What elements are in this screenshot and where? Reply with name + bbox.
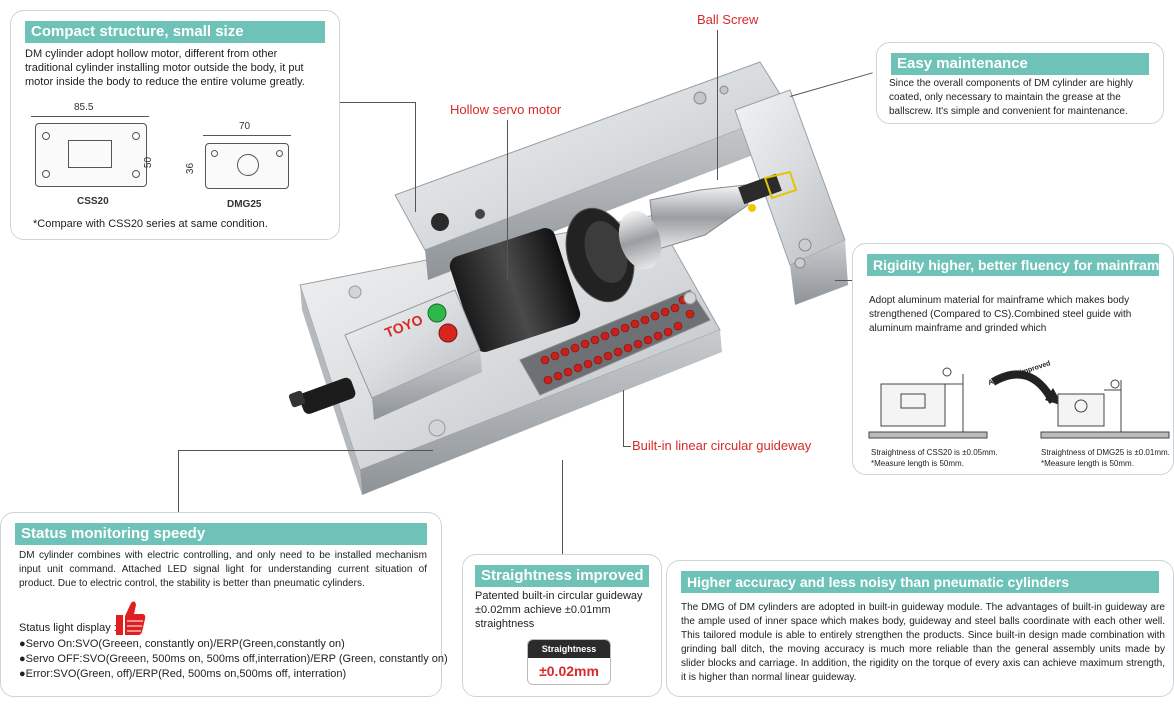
maintenance-card: Easy maintenance Since the overall compo… (876, 42, 1164, 124)
rigidity-left-caption-1: Straightness of CSS20 is ±0.05mm. (871, 448, 998, 457)
accuracy-title: Higher accuracy and less noisy than pneu… (681, 571, 1159, 593)
rigidity-right-caption-2: *Measure length is 50mm. (1041, 459, 1134, 468)
status-card: Status monitoring speedy DM cylinder com… (0, 512, 448, 697)
status-display-label: Status light display : (19, 622, 117, 634)
compact-leader-v (415, 102, 416, 212)
compact-title: Compact structure, small size (25, 21, 325, 43)
rigidity-right-caption-1: Straightness of DMG25 is ±0.01mm. (1041, 448, 1170, 457)
css20-width-line (31, 116, 149, 117)
guideway-leader-h (623, 446, 631, 447)
css20-height: 50 (143, 156, 155, 169)
rigidity-leader (835, 280, 855, 281)
guideway-leader-v (623, 390, 624, 446)
ball-screw-leader (717, 30, 718, 180)
motor-leader (507, 120, 508, 280)
thumbs-up-icon (116, 601, 146, 635)
status-item: ●Error:SVO(Green, off)/ERP(Red, 500ms on… (19, 668, 347, 680)
guideway-balls (540, 295, 695, 385)
straightness-card: Straightness improved Patented built-in … (462, 554, 662, 697)
straightness-badge-value: ±0.02mm (539, 663, 599, 679)
rigidity-left-caption-2: *Measure length is 50mm. (871, 459, 964, 468)
connector (299, 377, 356, 414)
dmg25-width: 70 (239, 121, 251, 132)
straightness-leader (562, 460, 563, 554)
rigidity-diagram (868, 367, 1170, 439)
css20-label: CSS20 (77, 196, 109, 207)
dmg25-label: DMG25 (227, 199, 262, 210)
status-leader-v (178, 450, 179, 512)
rigidity-body: Adopt aluminum material for mainframe wh… (869, 295, 1132, 334)
compact-leader-h (339, 102, 415, 103)
css20-width: 85.5 (74, 102, 94, 113)
status-body: DM cylinder combines with electric contr… (19, 550, 427, 589)
straightness-badge: Straightness ±0.02mm (527, 639, 611, 685)
dmg25-drawing (205, 143, 289, 189)
hollow-servo-motor-label: Hollow servo motor (450, 102, 562, 117)
accuracy-body: The DMG of DM cylinders are adopted in b… (681, 602, 1165, 683)
status-item: ●Servo On:SVO(Greeen, constantly on)/ERP… (19, 638, 345, 650)
straightness-title: Straightness improved (475, 565, 649, 587)
straightness-body: Patented built-in circular guideway ±0.0… (475, 590, 643, 630)
dmg25-width-line (203, 135, 291, 136)
maintenance-body: Since the overall components of DM cylin… (889, 78, 1134, 117)
ball-screw-label: Ball Screw (697, 12, 759, 27)
status-item: ●Servo OFF:SVO(Greeen, 500ms on, 500ms o… (19, 653, 448, 665)
compact-card: Compact structure, small size DM cylinde… (10, 10, 340, 240)
straightness-badge-label: Straightness (528, 640, 610, 658)
rigidity-card: Rigidity higher, better fluency for main… (852, 243, 1174, 475)
maintenance-title: Easy maintenance (891, 53, 1149, 75)
end-block (734, 89, 846, 266)
status-leader-h (178, 450, 433, 451)
status-title: Status monitoring speedy (15, 523, 427, 545)
guideway-label: Built-in linear circular guideway (632, 438, 812, 453)
accuracy-card: Higher accuracy and less noisy than pneu… (666, 560, 1174, 697)
dmg25-height: 36 (185, 162, 197, 175)
rigidity-title: Rigidity higher, better fluency for main… (867, 254, 1167, 276)
status-list: ●Servo On:SVO(Greeen, constantly on)/ERP… (19, 637, 448, 682)
css20-drawing (35, 123, 147, 187)
compact-note: *Compare with CSS20 series at same condi… (33, 218, 268, 230)
compact-body: DM cylinder adopt hollow motor, differen… (25, 48, 305, 88)
led-red-icon (438, 323, 458, 343)
hollow-servo-motor (449, 228, 581, 352)
led-green-icon (427, 303, 447, 323)
ball-screw (649, 184, 749, 251)
